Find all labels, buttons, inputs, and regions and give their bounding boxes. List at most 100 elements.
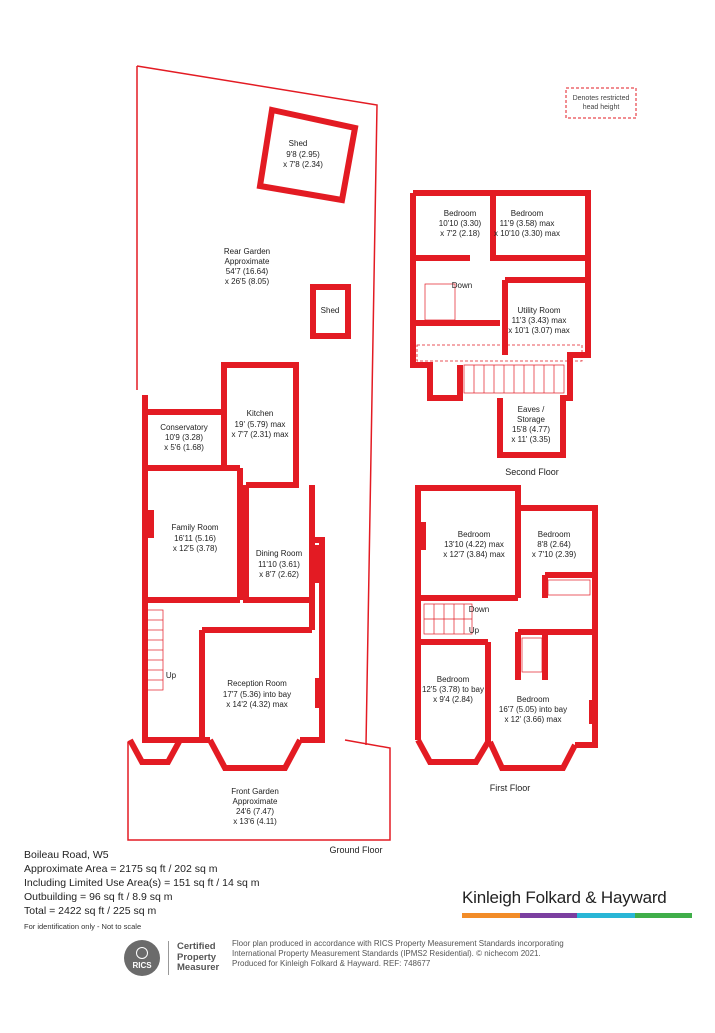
utility-room-dims1: 11'3 (3.43) max <box>512 316 567 325</box>
agent-brand: Kinleigh Folkard & Hayward <box>462 888 692 918</box>
family-room-name: Family Room <box>171 523 218 532</box>
second-walls <box>410 190 591 401</box>
bedroom-1-dims1: 13'10 (4.22) max <box>444 540 504 549</box>
rics-certified-text: Certified Property Measurer <box>177 941 220 974</box>
ground-floor: Shed 9'8 (2.95) x 7'8 (2.34) Shed Rear G… <box>127 65 391 855</box>
front-garden-name: Front Garden <box>231 787 279 796</box>
ground-floor-title: Ground Floor <box>329 845 382 855</box>
rear-garden-dims1: 54'7 (16.64) <box>226 267 269 276</box>
ground-stairs-label: Up <box>166 671 177 680</box>
kitchen-dims1: 19' (5.79) max <box>235 420 286 429</box>
second-stairs-label: Down <box>452 281 472 290</box>
shed-small-name: Shed <box>321 306 340 315</box>
first-floor-title: First Floor <box>490 783 531 793</box>
family-room-dims1: 16'11 (5.16) <box>174 534 216 543</box>
eaves-dims1: 15'8 (4.77) <box>512 425 550 434</box>
bedroom-4-dims1: 16'7 (5.05) into bay <box>499 705 567 714</box>
conservatory-name: Conservatory <box>160 423 208 432</box>
rics-logo-icon: RICS <box>124 940 160 976</box>
address: Boileau Road, W5 <box>24 849 109 861</box>
eaves-outline <box>497 398 566 458</box>
brand-color-bar <box>462 913 692 918</box>
dining-room-name: Dining Room <box>256 549 303 558</box>
bedroom-2-dims2: x 7'10 (2.39) <box>532 550 577 559</box>
rics-certification: RICS Certified Property Measurer <box>124 940 219 976</box>
front-garden-dims2: x 13'6 (4.11) <box>233 817 277 826</box>
reception-room-dims2: x 14'2 (4.32) max <box>226 700 288 709</box>
kitchen-dims2: x 7'7 (2.31) max <box>231 430 288 439</box>
approximate-area: Approximate Area = 2175 sq ft / 202 sq m <box>24 863 218 875</box>
first-stairs-up: Up <box>469 626 480 635</box>
agent-logo-text: Kinleigh Folkard & Hayward <box>462 888 667 907</box>
bedroom-3-name: Bedroom <box>437 675 470 684</box>
rear-garden-line2: Approximate <box>225 257 270 266</box>
bedroom-4-name: Bedroom <box>517 695 550 704</box>
brand-bar-green <box>634 913 692 918</box>
legend-text-line2: head height <box>583 104 620 111</box>
second-floor: Bedroom 10'10 (3.30) x 7'2 (2.18) Bedroo… <box>410 190 591 477</box>
eaves-line2: Storage <box>517 415 546 424</box>
bedroom-3-dims1: 12'5 (3.78) to bay <box>422 685 484 694</box>
limited-use-area: Including Limited Use Area(s) = 151 sq f… <box>24 877 260 889</box>
second-stairs <box>424 283 565 394</box>
ground-stairs <box>146 609 164 691</box>
reception-room-name: Reception Room <box>227 679 287 688</box>
first-stairs-down: Down <box>469 605 489 614</box>
bedroom-1-dims2: x 12'7 (3.84) max <box>443 550 505 559</box>
first-walls <box>415 485 598 748</box>
brand-bar-purple <box>519 913 577 918</box>
first-bay-right <box>487 740 578 771</box>
outbuilding-area: Outbuilding = 96 sq ft / 8.9 sq m <box>24 891 173 903</box>
conservatory-dims2: x 5'6 (1.68) <box>164 443 204 452</box>
rear-garden-dims2: x 26'5 (8.05) <box>225 277 270 286</box>
fireplace-dining <box>315 545 322 583</box>
property-info: Boileau Road, W5 Approximate Area = 2175… <box>24 848 260 934</box>
first-stairs <box>423 579 591 673</box>
bedroom-a-dims1: 10'10 (3.30) <box>439 219 482 228</box>
shed-large-dims2: x 7'8 (2.34) <box>283 160 323 169</box>
bedroom-2-dims1: 8'8 (2.64) <box>537 540 571 549</box>
disclaimer-text: Floor plan produced in accordance with R… <box>232 939 564 968</box>
hall-bay <box>127 738 183 765</box>
reception-bay <box>207 738 303 771</box>
bedroom-b-dims1: 11'9 (3.58) max <box>500 219 555 228</box>
bedroom-1-name: Bedroom <box>458 530 491 539</box>
front-boundary <box>127 739 391 841</box>
utility-room-dims2: x 10'1 (3.07) max <box>508 326 570 335</box>
dining-room-dims2: x 8'7 (2.62) <box>259 570 299 579</box>
shed-small-outline <box>310 284 351 339</box>
scale-note: For identification only - Not to scale <box>24 922 142 931</box>
front-garden-dims1: 24'6 (7.47) <box>236 807 274 816</box>
bedroom-a-dims2: x 7'2 (2.18) <box>440 229 480 238</box>
eaves-name: Eaves / <box>518 405 545 414</box>
bedroom-2-name: Bedroom <box>538 530 571 539</box>
dining-room-dims1: 11'10 (3.61) <box>258 560 300 569</box>
ground-walls <box>142 362 325 743</box>
bedroom-b-name: Bedroom <box>511 209 544 218</box>
legend: Denotes restricted head height <box>565 87 637 119</box>
plot-boundary <box>136 65 378 746</box>
legend-text-line1: Denotes restricted <box>573 95 630 102</box>
shed-large-dims1: 9'8 (2.95) <box>286 150 320 159</box>
bedroom-a-name: Bedroom <box>444 209 477 218</box>
rics-badge-text: RICS <box>132 960 152 970</box>
total-area: Total = 2422 sq ft / 225 sq m <box>24 905 157 917</box>
bedroom-b-dims2: x 10'10 (3.30) max <box>494 229 560 238</box>
fireplace-reception <box>315 678 322 708</box>
shed-large-outline <box>256 106 359 204</box>
conservatory-dims1: 10'9 (3.28) <box>165 433 203 442</box>
first-floor: Bedroom 13'10 (4.22) max x 12'7 (3.84) m… <box>415 485 598 793</box>
utility-room-name: Utility Room <box>517 306 560 315</box>
restricted-area <box>416 344 583 362</box>
shed-large-name: Shed <box>289 139 308 148</box>
front-garden-line2: Approximate <box>233 797 278 806</box>
brand-bar-cyan <box>577 913 635 918</box>
fireplace-first-1 <box>420 522 426 550</box>
fireplace-family <box>147 510 154 538</box>
eaves-dims2: x 11' (3.35) <box>511 435 551 444</box>
reception-room-dims1: 17'7 (5.36) into bay <box>223 690 291 699</box>
first-bay-left <box>415 738 491 765</box>
kitchen-name: Kitchen <box>247 409 274 418</box>
fireplace-first-4 <box>589 700 595 724</box>
